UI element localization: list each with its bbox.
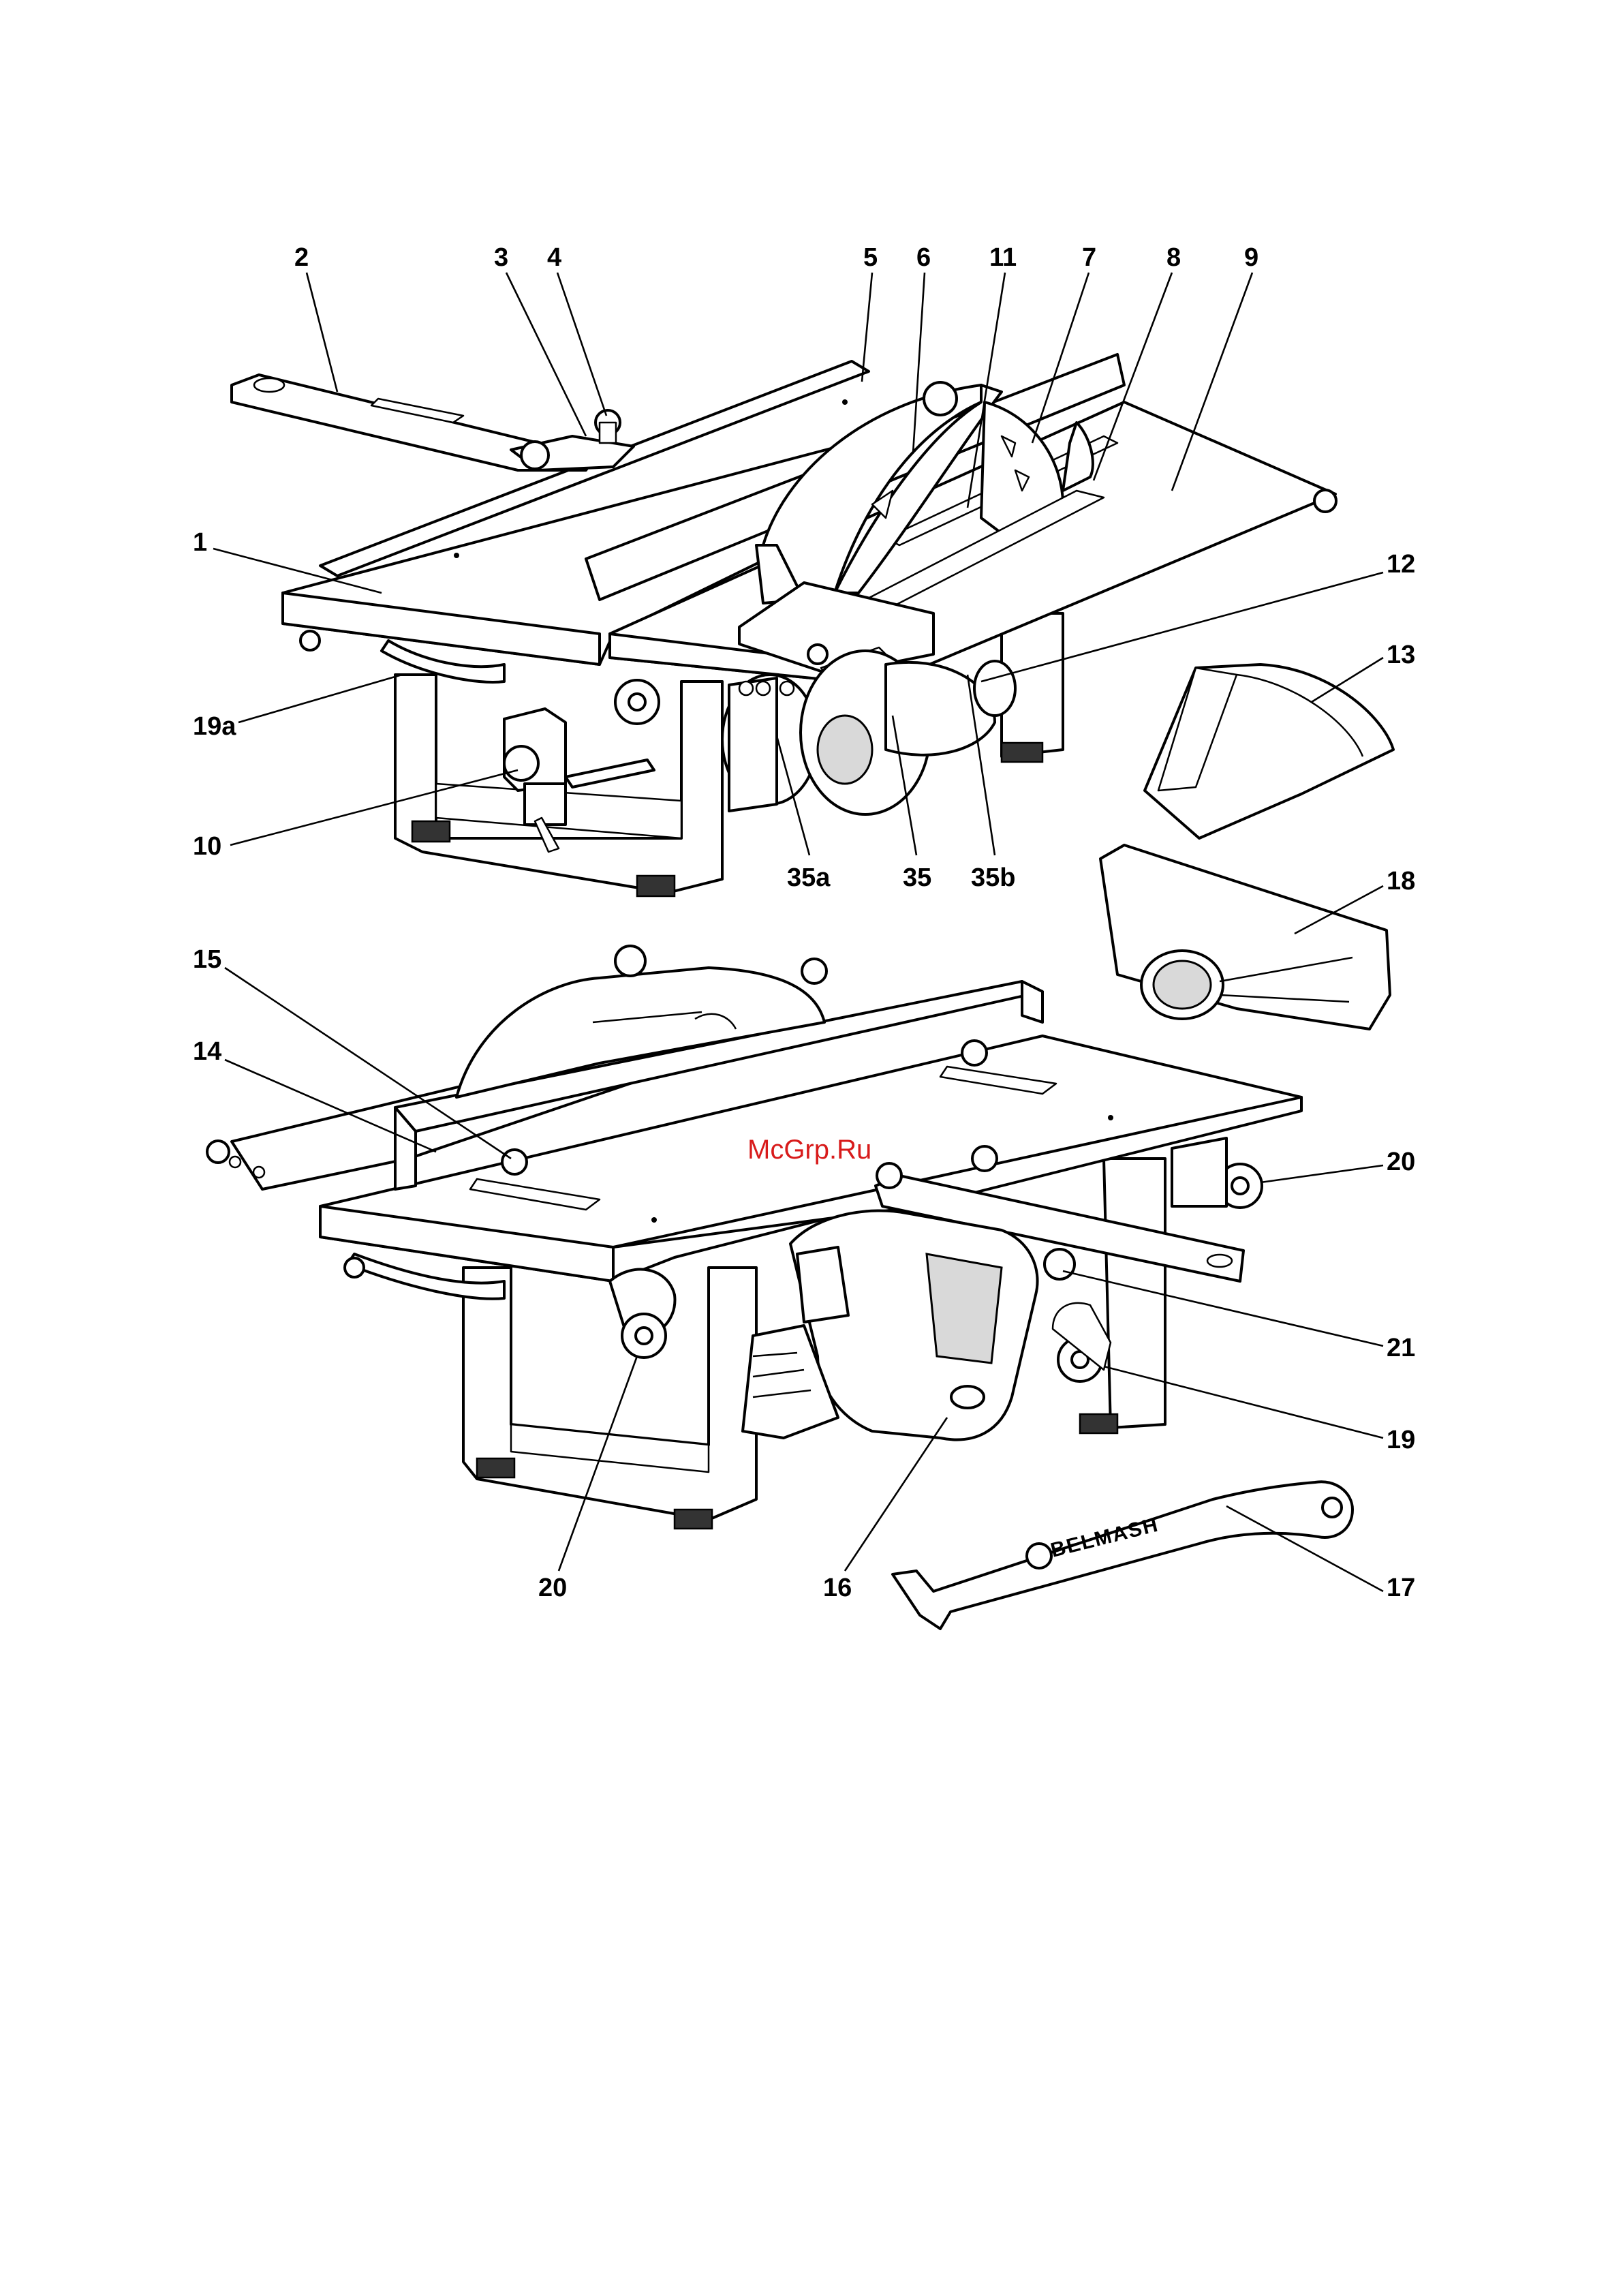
callout-8: 8 (1166, 243, 1181, 272)
callout-13: 13 (1387, 641, 1415, 669)
dust-chute-18 (1100, 845, 1390, 1029)
callout-20-left: 20 (538, 1574, 567, 1602)
motor-drum (722, 651, 1015, 814)
callout-35: 35 (903, 863, 931, 892)
callout-4: 4 (547, 243, 561, 272)
callout-9: 9 (1244, 243, 1258, 272)
mitre-gauge-bar (232, 375, 634, 470)
callout-6: 6 (916, 243, 931, 272)
top-star-knob (615, 680, 659, 724)
wrench-17: BELMASH (893, 1482, 1352, 1629)
callout-35b: 35b (971, 863, 1015, 892)
callout-19: 19 (1387, 1426, 1415, 1454)
dust-hood-13 (1145, 664, 1393, 838)
callout-7: 7 (1082, 243, 1096, 272)
callout-35a: 35a (787, 863, 831, 892)
callout-12: 12 (1387, 550, 1415, 579)
callout-21: 21 (1387, 1334, 1415, 1362)
callout-10: 10 (193, 832, 221, 861)
callout-17: 17 (1387, 1574, 1415, 1602)
callout-5: 5 (863, 243, 878, 272)
bottom-assembly (207, 946, 1301, 1529)
callout-14: 14 (193, 1037, 221, 1066)
callout-15: 15 (193, 945, 221, 974)
watermark-text: McGrp.Ru (747, 1135, 871, 1165)
callout-1: 1 (193, 528, 207, 557)
callout-2: 2 (294, 243, 309, 272)
motor-cover-16 (743, 1210, 1038, 1439)
callout-19a: 19a (193, 712, 236, 741)
callout-16: 16 (823, 1574, 852, 1602)
callout-20-right: 20 (1387, 1148, 1415, 1176)
callout-18: 18 (1387, 867, 1415, 896)
callout-3: 3 (494, 243, 508, 272)
callout-11: 11 (989, 243, 1017, 272)
